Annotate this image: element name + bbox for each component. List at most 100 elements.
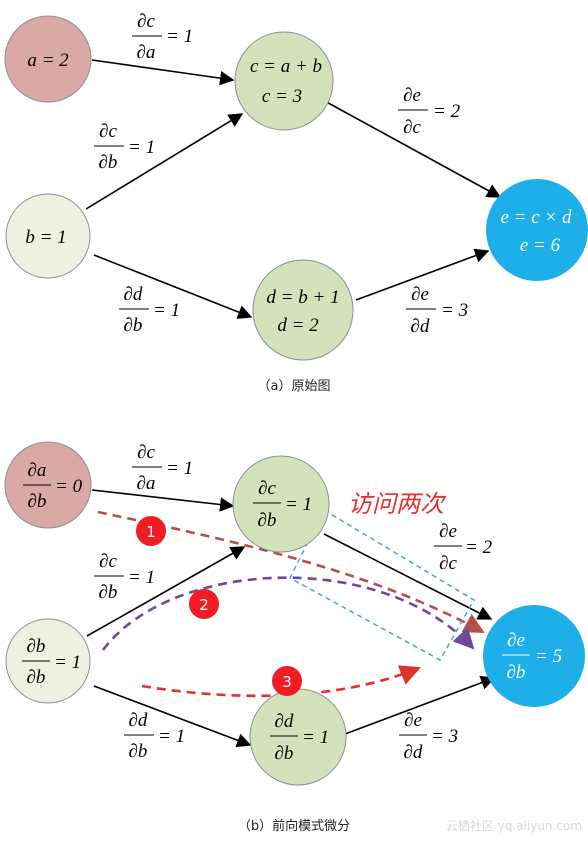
svg-text:= 3: = 3 [441,300,468,321]
node-b-e [483,605,585,707]
svg-text:∂b: ∂b [275,743,294,764]
svg-text:∂a: ∂a [28,460,47,481]
caption-b: （b）前向模式微分 [238,818,350,834]
svg-text:∂a: ∂a [137,42,156,63]
svg-text:3: 3 [282,673,292,691]
watermark: 云栖社区 yq.aliyun.com [446,818,582,833]
diagram-b: ∂a ∂b = 0 ∂b ∂b = 1 ∂c ∂b = 1 ∂d ∂b = 1 [4,441,585,834]
traversal-path-3 [141,665,421,698]
svg-text:∂c: ∂c [403,117,421,138]
svg-text:∂b: ∂b [28,491,47,512]
svg-text:∂b: ∂b [124,315,143,336]
caption-a: （a）原始图 [258,379,331,394]
svg-text:= 1: = 1 [128,137,155,158]
visited-twice-label: 访问两次 [348,490,447,518]
node-b-label: b = 1 [25,227,66,248]
svg-text:∂b: ∂b [129,741,148,762]
svg-text:= 3: = 3 [431,726,458,747]
edge-label-de-dd: ∂e ∂d = 3 [406,284,468,337]
node-c [234,31,334,131]
step-badge-3: 3 [272,666,302,696]
node-b-d-label: ∂d ∂b = 1 [270,711,329,764]
svg-text:∂d: ∂d [404,742,423,763]
traversal-path-2 [101,576,475,651]
svg-text:∂e: ∂e [404,710,422,731]
svg-text:∂e: ∂e [403,85,421,106]
edge-label-b-dc-da: ∂c ∂a = 1 [132,442,193,494]
svg-text:∂e: ∂e [439,521,457,542]
edge-a-to-c [91,59,235,86]
node-c-line1: c = a + b [250,56,322,77]
svg-text:= 1: = 1 [285,494,312,515]
svg-text:∂a: ∂a [137,473,156,494]
edge-b-to-c [85,113,244,210]
svg-text:∂d: ∂d [124,284,143,305]
svg-text:∂b: ∂b [27,667,46,688]
edge-b-c-to-e [323,533,493,620]
node-b-e-label: ∂e ∂b = 5 [502,630,562,683]
node-b-c-label: ∂c ∂b = 1 [253,478,312,531]
edge-b-a-to-c [91,489,235,512]
edge-c-to-e [320,98,502,198]
node-e-line1: e = c × d [500,207,572,228]
node-b-b-label: ∂b ∂b = 1 [22,636,81,688]
edge-label-dc-db: ∂c ∂b = 1 [94,121,155,173]
svg-text:= 1: = 1 [302,727,329,748]
node-b-c [232,455,330,553]
edge-b-to-d [93,254,253,319]
edge-label-de-dc: ∂e ∂c = 2 [398,85,461,138]
node-d [252,259,354,361]
diagram-a: a = 2 b = 1 c = a + b c = 3 d = b + 1 d … [4,11,588,394]
svg-text:∂c: ∂c [99,121,117,142]
svg-text:= 1: = 1 [166,26,193,47]
svg-text:∂c: ∂c [137,11,155,32]
svg-text:= 2: = 2 [433,101,461,122]
step-badge-2: 2 [189,589,219,619]
node-d-line2: d = 2 [277,315,319,336]
svg-text:∂c: ∂c [137,442,155,463]
edge-label-dd-db: ∂d ∂b = 1 [119,284,180,336]
node-b-a-label: ∂a ∂b = 0 [23,460,83,512]
svg-text:= 1: = 1 [153,300,180,321]
svg-text:∂d: ∂d [275,711,294,732]
node-c-line2: c = 3 [262,86,302,107]
node-b-d [249,688,347,786]
svg-text:= 1: = 1 [158,726,185,747]
svg-text:= 0: = 0 [55,476,83,497]
edge-b-d-to-e [344,675,496,735]
svg-text:= 5: = 5 [535,646,562,667]
svg-text:∂c: ∂c [258,478,276,499]
svg-text:= 1: = 1 [128,567,155,588]
node-e-line2: e = 6 [520,235,561,256]
edge-label-dc-da: ∂c ∂a = 1 [132,11,193,63]
edge-label-b-dc-db: ∂c ∂b = 1 [94,551,155,603]
svg-text:∂b: ∂b [99,152,118,173]
node-d-line1: d = b + 1 [266,287,339,308]
svg-text:∂e: ∂e [411,284,429,305]
svg-text:∂e: ∂e [507,630,525,651]
svg-text:∂b: ∂b [27,636,46,657]
svg-text:∂c: ∂c [439,553,457,574]
svg-text:= 2: = 2 [465,537,493,558]
node-a [4,15,92,103]
edge-b-b-to-d [93,685,252,748]
edge-label-b-de-dd: ∂e ∂d = 3 [399,710,458,763]
edge-b-b-to-c [86,546,246,637]
svg-text:∂b: ∂b [507,662,526,683]
svg-text:∂d: ∂d [411,316,430,337]
node-a-label: a = 2 [27,50,69,71]
traversal-path-1 [97,510,485,634]
edge-label-b-dd-db: ∂d ∂b = 1 [124,710,185,762]
step-badge-1: 1 [136,516,166,546]
svg-text:= 1: = 1 [166,458,193,479]
svg-text:= 1: = 1 [54,652,81,673]
node-e [486,179,588,281]
svg-text:∂c: ∂c [99,551,117,572]
svg-text:∂b: ∂b [258,510,277,531]
edge-d-to-e [355,248,490,301]
svg-text:∂b: ∂b [99,582,118,603]
node-b [5,193,91,279]
svg-text:1: 1 [146,523,156,541]
svg-text:∂d: ∂d [129,710,148,731]
